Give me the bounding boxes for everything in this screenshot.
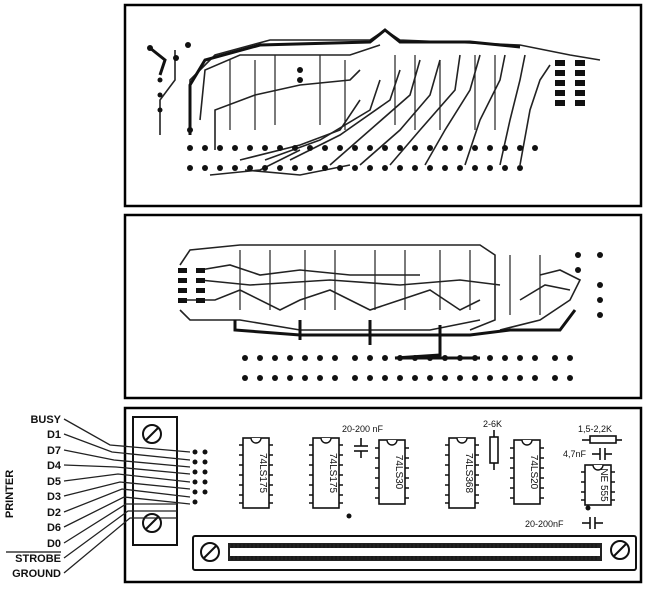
pin-label-d0: D0 (47, 538, 61, 550)
edge-connector (192, 535, 637, 571)
resistor-right-symbol (582, 435, 622, 444)
printer-label: PRINTER (4, 470, 16, 518)
pin-label-d3: D3 (47, 491, 61, 503)
connector-wires (63, 418, 191, 574)
pin-label-busy: BUSY (30, 414, 61, 426)
chip-label-5: 74LS20 (528, 455, 539, 490)
top-ground-traces (149, 28, 521, 135)
chip-label-3: 74LS30 (393, 455, 404, 490)
edge-connector-contacts (231, 544, 597, 560)
panel-top (123, 3, 643, 208)
middle-ground-traces (233, 309, 577, 360)
capacitor-right-symbol (592, 448, 612, 460)
pin-label-d7: D7 (47, 445, 61, 457)
ic-bodies (242, 437, 612, 509)
resistor-mid-label: 2-6K (483, 419, 502, 429)
chip-label-1: 74LS175 (257, 453, 268, 493)
top-ic-pad-rows (229, 55, 496, 130)
resistor-mid-symbol (489, 430, 499, 470)
printer-connector (132, 416, 178, 546)
top-solder-pads (147, 42, 585, 171)
panel-middle (123, 213, 643, 400)
pin-label-strobe: STROBE (15, 553, 61, 565)
chip-label-4: 74LS368 (463, 453, 474, 493)
capacitor-bottom-symbol (582, 517, 603, 529)
connector-pads (192, 449, 208, 505)
panel-bottom (123, 406, 643, 584)
pin-label-d5: D5 (47, 476, 61, 488)
middle-solder-pads (178, 252, 603, 381)
ic-pin-marks (239, 444, 615, 504)
capacitor-top-symbol (354, 438, 368, 458)
capacitor-bottom-label: 20-200nF (525, 519, 564, 529)
resistor-right-label: 1,5-2,2K (578, 424, 612, 434)
capacitor-top-label: 20-200 nF (342, 424, 384, 434)
middle-ic-pad-rows (239, 250, 541, 315)
pin-label-d1: D1 (47, 429, 61, 441)
ic-notches (250, 437, 604, 471)
pin-label-ground: GROUND (12, 568, 61, 580)
pin-label-d4: D4 (47, 460, 62, 472)
bottom-misc-pads (346, 505, 591, 519)
top-copper-traces (159, 29, 601, 176)
chip-label-2: 74LS175 (327, 453, 338, 493)
capacitor-right-label: 4,7nF (563, 449, 587, 459)
chip-label-6: NE 555 (598, 468, 609, 502)
pin-label-d6: D6 (47, 522, 61, 534)
pin-label-d2: D2 (47, 507, 61, 519)
